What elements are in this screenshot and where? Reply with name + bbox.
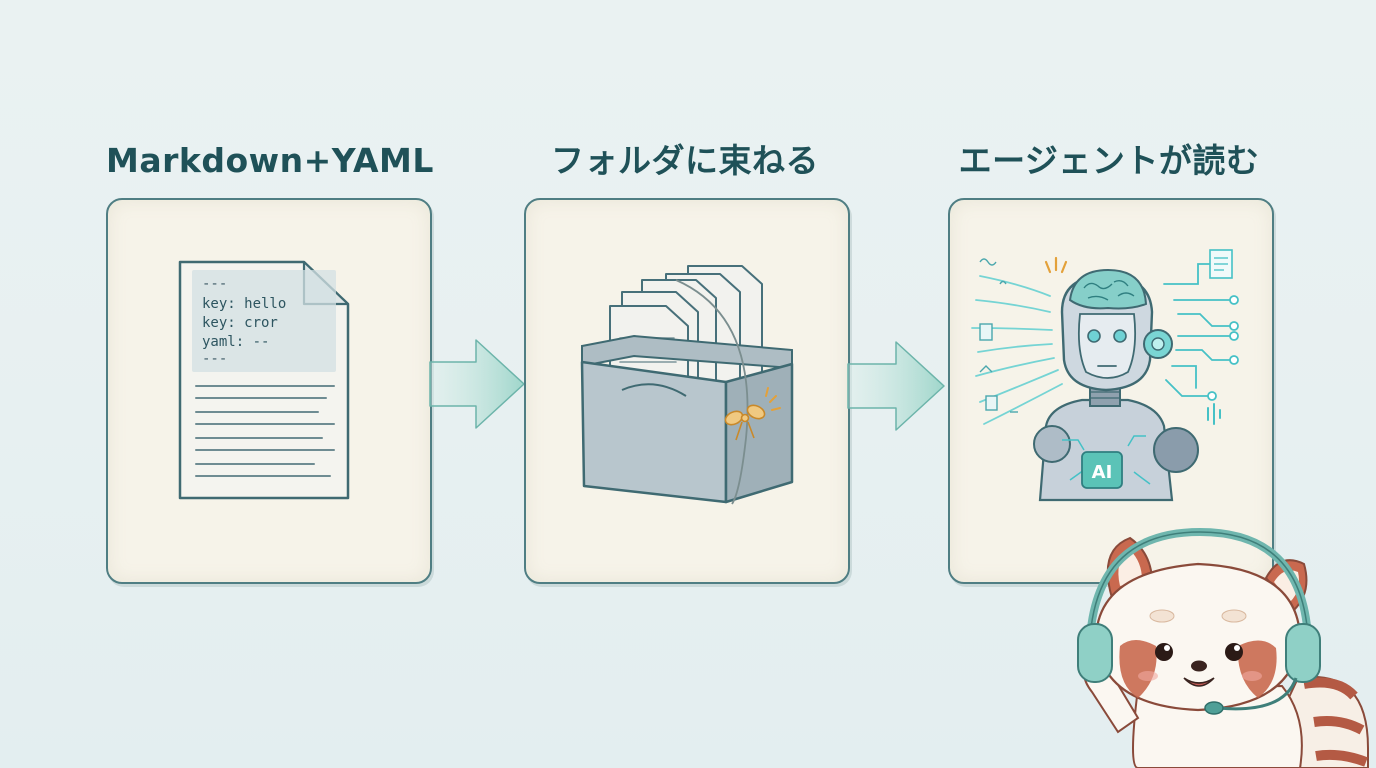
red-panda-mascot xyxy=(1077,528,1369,768)
step-1-card: --- key: hello key: cror yaml: -- --- xyxy=(106,198,432,584)
step-2-card xyxy=(524,198,850,584)
arrow-right-icon xyxy=(847,341,945,431)
file-box-icon xyxy=(580,265,794,505)
yaml-line-4: yaml: -- xyxy=(202,334,269,350)
yaml-line-3: key: cror xyxy=(202,315,278,331)
step-1-title: Markdown+YAML xyxy=(106,141,434,180)
step-3-title: エージェントが読む xyxy=(958,141,1260,180)
step-2-title: フォルダに束ねる xyxy=(551,141,819,180)
document-icon: --- key: hello key: cror yaml: -- --- xyxy=(178,260,350,500)
arrow-right-icon xyxy=(429,339,525,429)
yaml-line-1: --- xyxy=(202,276,227,292)
step-3-card: AI xyxy=(948,198,1274,584)
ai-badge: AI xyxy=(1092,462,1113,483)
yaml-line-2: key: hello xyxy=(202,296,286,312)
ai-robot-icon: AI xyxy=(971,249,1239,502)
yaml-line-5: --- xyxy=(202,351,227,367)
